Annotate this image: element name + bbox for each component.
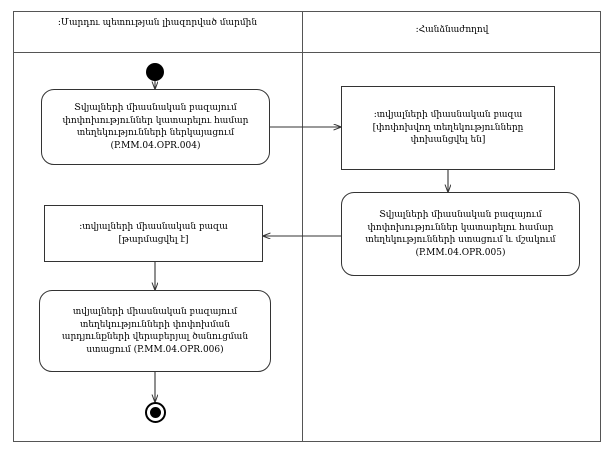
swimlane-divider — [302, 11, 303, 442]
swimlane-title-commission-label: :Հանձնաժողով — [415, 25, 489, 35]
initial-node — [146, 63, 164, 81]
swimlane-frame — [13, 11, 601, 442]
swimlane-title-commission: :Հանձնաժողով — [303, 24, 601, 36]
swimlane-header-rule — [13, 52, 601, 53]
object-node-data-transferred-label: :տվյալների միասնական բազա [փոփոխվող տեղե… — [372, 110, 524, 146]
object-node-database-updated[interactable]: :տվյալների միասնական բազա [թարմացվել է] — [44, 205, 263, 262]
object-node-database-updated-label: :տվյալների միասնական բազա [թարմացվել է] — [79, 222, 228, 245]
swimlane-title-authority: :Մարդու պետության լիազորված մարմին — [13, 17, 302, 29]
activity-node-opr-005-label: Տվյալների միասնական բազայում փոփոխությու… — [365, 210, 556, 258]
activity-node-opr-005[interactable]: Տվյալների միասնական բազայում փոփոխությու… — [341, 192, 580, 276]
activity-node-opr-006[interactable]: տվյալների միասնական բազայում տեղեկությու… — [39, 290, 271, 372]
activity-node-opr-004-label: Տվյալների միասնական բազայում փոփոխությու… — [62, 103, 249, 151]
activity-node-opr-004[interactable]: Տվյալների միասնական բազայում փոփոխությու… — [41, 89, 270, 165]
object-node-data-transferred[interactable]: :տվյալների միասնական բազա [փոփոխվող տեղե… — [341, 86, 555, 170]
activity-node-opr-006-label: տվյալների միասնական բազայում տեղեկությու… — [61, 307, 249, 355]
swimlane-title-authority-label: :Մարդու պետության լիազորված մարմին — [57, 18, 258, 28]
final-node — [145, 402, 166, 423]
